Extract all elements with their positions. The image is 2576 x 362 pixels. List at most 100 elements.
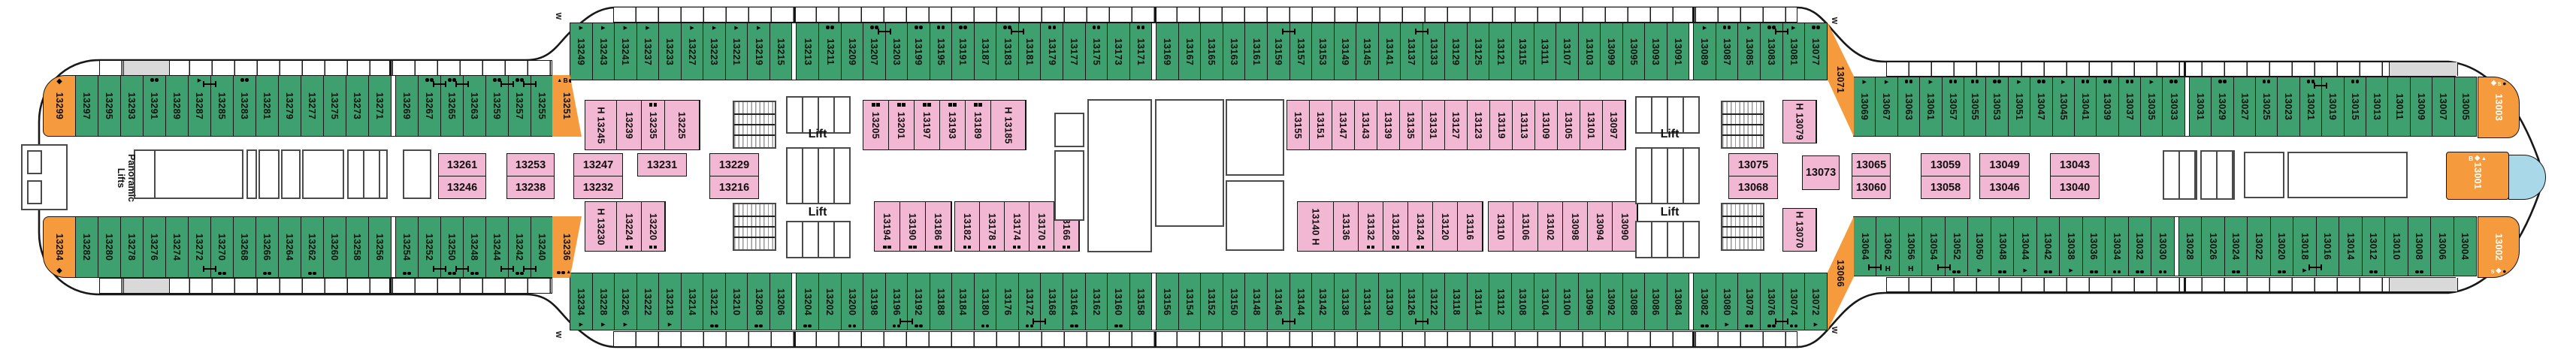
cabin-13252[interactable]: 13252	[419, 217, 446, 277]
cabin-13268[interactable]: 13268	[234, 217, 256, 277]
cabin-13272[interactable]: 13272	[189, 217, 216, 277]
cabin-13055[interactable]: 13055	[1964, 77, 1987, 136]
cabin-13022[interactable]: 13022	[2248, 217, 2271, 276]
cabin-13048[interactable]: 13048	[1991, 217, 2015, 276]
cabin-H-13245[interactable]: H 13245	[585, 101, 617, 149]
cabin-13244[interactable]: 13244	[486, 217, 514, 277]
cabin-13057[interactable]: 13057	[1942, 77, 1964, 136]
cabin-13129[interactable]: 13129	[1445, 23, 1468, 80]
cabin-13115[interactable]: 13115	[1511, 23, 1534, 80]
cabin-13028[interactable]: 13028	[2178, 217, 2203, 276]
cabin-13090[interactable]: 13090	[1613, 202, 1637, 251]
cabin-13276[interactable]: 13276	[144, 217, 166, 277]
cabin-13271[interactable]: 13271	[369, 76, 392, 136]
cabin-13293[interactable]: 13293	[121, 76, 144, 136]
cabin-13186[interactable]: 13186	[926, 202, 951, 251]
cabin-13029[interactable]: 13029	[2212, 77, 2234, 136]
cabin-13145[interactable]: 13145	[1356, 23, 1379, 80]
cabin-13018[interactable]: 13018▶	[2293, 217, 2322, 276]
cabin-13061[interactable]: 13061▶	[1920, 77, 1943, 136]
cabin-13194[interactable]: 13194	[875, 202, 900, 251]
cabin-13149[interactable]: 13149	[1334, 23, 1357, 80]
cabin-13253[interactable]: 13253	[515, 158, 546, 171]
cabin-13212[interactable]: 13212	[703, 273, 726, 330]
cabin-H-13070[interactable]: H 13070	[1783, 209, 1816, 251]
cabin-13247[interactable]: 13247	[582, 158, 614, 171]
cabin-13151[interactable]: 13151	[1310, 101, 1332, 149]
cabin-13254[interactable]: 13254	[396, 217, 419, 277]
cabin-13227[interactable]: 13227▶	[681, 23, 704, 80]
cabin-13106[interactable]: 13106	[1513, 202, 1538, 251]
cabin-13102[interactable]: 13102	[1538, 202, 1563, 251]
cabin-13163[interactable]: 13163	[1223, 23, 1246, 80]
cabin-13150[interactable]: 13150	[1223, 273, 1246, 330]
cabin-13132[interactable]: 13132	[1359, 202, 1383, 251]
cabin-13210[interactable]: 13210	[725, 273, 748, 330]
cabin-13190[interactable]: 13190	[900, 202, 926, 251]
cabin-13120[interactable]: 13120	[1433, 202, 1458, 251]
cabin-13083[interactable]: 13083	[1760, 23, 1788, 80]
cabin-13220[interactable]: 13220	[642, 202, 665, 251]
cabin-13188[interactable]: 13188	[930, 273, 953, 330]
cabin-13092[interactable]: 13092	[1601, 273, 1623, 330]
cabin-13141[interactable]: 13141	[1378, 23, 1401, 80]
cabin-13216[interactable]: 13216	[710, 176, 758, 198]
cabin-13053[interactable]: 13053	[1986, 77, 2009, 136]
cabin-13084[interactable]: 13084	[1667, 273, 1690, 330]
cabin-13135[interactable]: 13135	[1400, 101, 1423, 149]
cabin-13045[interactable]: 13045▶	[2052, 77, 2075, 136]
cabin-13233[interactable]: 13233	[659, 23, 682, 80]
cabin-13087[interactable]: 13087	[1716, 23, 1739, 80]
cabin-13108[interactable]: 13108	[1511, 273, 1534, 330]
cabin-13295[interactable]: 13295	[98, 76, 121, 136]
cabin-13011[interactable]: 13011	[2388, 77, 2411, 136]
cabin-13158[interactable]: 13158	[1129, 273, 1153, 330]
cabin-13243[interactable]: 13243▶	[592, 23, 615, 80]
cabin-13093[interactable]: 13093	[1645, 23, 1667, 80]
cabin-13275[interactable]: 13275	[324, 76, 346, 136]
cabin-13182[interactable]: 13182	[955, 202, 980, 251]
cabin-13179[interactable]: 13179	[1041, 23, 1064, 80]
cabin-13012[interactable]: 13012	[2362, 217, 2386, 276]
cabin-13206[interactable]: 13206	[769, 273, 793, 330]
cabin-13077[interactable]: 13077	[1805, 23, 1827, 80]
cabin-13041[interactable]: 13041	[2074, 77, 2097, 136]
cabin-13054[interactable]: 13054	[1922, 217, 1951, 276]
cabin-13269[interactable]: 13269	[396, 76, 419, 136]
cabin-13299[interactable]: 13299◆	[43, 75, 76, 137]
cabin-13101[interactable]: 13101	[1580, 101, 1603, 149]
cabin-13034[interactable]: 13034	[2106, 217, 2129, 276]
cabin-13050[interactable]: 13050▶	[1968, 217, 1991, 276]
cabin-13097[interactable]: 13097	[1603, 101, 1625, 149]
cabin-13229[interactable]: 13229	[718, 158, 750, 171]
cabin-13007[interactable]: 13007	[2432, 77, 2455, 136]
cabin-13042[interactable]: 13042	[2036, 217, 2060, 276]
cabin-13111[interactable]: 13111	[1534, 23, 1557, 80]
cabin-13021[interactable]: 13021	[2299, 77, 2328, 136]
cabin-H-13230[interactable]: H 13230	[585, 202, 617, 251]
cabin-13241[interactable]: 13241▶	[615, 23, 637, 80]
cabin-13195[interactable]: 13195	[930, 23, 953, 80]
cabin-13094[interactable]: 13094	[1588, 202, 1613, 251]
cabin-13224[interactable]: 13224	[617, 202, 642, 251]
cabin-13202[interactable]: 13202	[819, 273, 842, 330]
cabin-13201[interactable]: 13201	[889, 101, 915, 149]
cabin-13165[interactable]: 13165	[1201, 23, 1223, 80]
cabin-13237[interactable]: 13237▶	[636, 23, 660, 80]
cabin-13282[interactable]: 13282	[76, 217, 98, 277]
cabin-13238[interactable]: 13238	[507, 176, 554, 198]
cabin-13239[interactable]: 13239	[617, 101, 642, 149]
cabin-13005[interactable]: 13005	[2454, 77, 2476, 136]
cabin-13024[interactable]: 13024	[2224, 217, 2248, 276]
cabin-13078[interactable]: 13078	[1738, 273, 1761, 330]
cabin-13142[interactable]: 13142	[1312, 273, 1335, 330]
cabin-13211[interactable]: 13211	[819, 23, 842, 80]
cabin-13231[interactable]: 13231	[646, 158, 678, 171]
cabin-13223[interactable]: 13223▶	[703, 23, 726, 80]
cabin-13063[interactable]: 13063	[1897, 77, 1921, 136]
cabin-13274[interactable]: 13274	[166, 217, 189, 277]
cabin-13098[interactable]: 13098	[1563, 202, 1588, 251]
cabin-13109[interactable]: 13109	[1535, 101, 1558, 149]
cabin-13096[interactable]: 13096	[1578, 273, 1601, 330]
